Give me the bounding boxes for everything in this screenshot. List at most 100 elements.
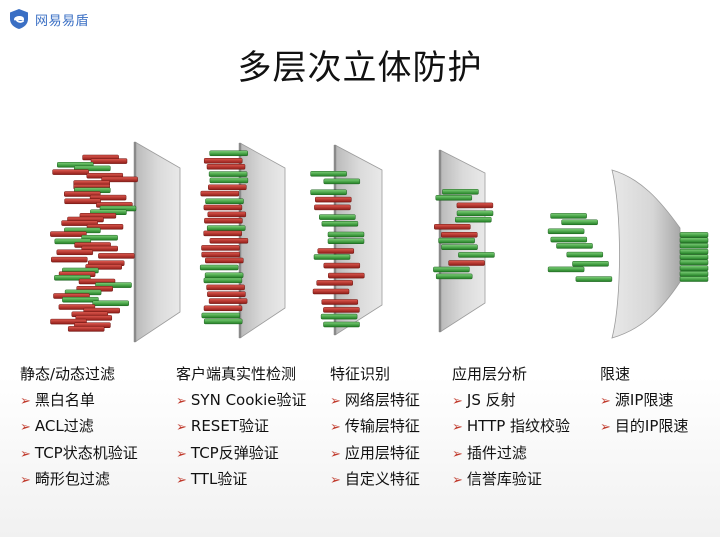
list-item: ➢应用层特征 bbox=[330, 441, 420, 468]
legit-traffic-bar bbox=[203, 277, 243, 284]
legit-traffic-bar bbox=[679, 254, 709, 260]
list-item: ➢HTTP 指纹校验 bbox=[452, 414, 570, 441]
column-rate-limit: 限速 ➢源IP限速 ➢目的IP限速 bbox=[600, 362, 688, 441]
legit-traffic-bar bbox=[679, 237, 709, 244]
malicious-traffic-bar bbox=[203, 158, 243, 164]
list-item: ➢畸形包过滤 bbox=[20, 467, 138, 494]
list-item: ➢TCP状态机验证 bbox=[20, 441, 138, 468]
arrow-bullet-icon: ➢ bbox=[176, 420, 187, 435]
legit-traffic-bar bbox=[679, 243, 709, 249]
malicious-traffic-bar bbox=[441, 232, 478, 238]
malicious-traffic-bar bbox=[203, 305, 243, 312]
malicious-traffic-bar bbox=[207, 291, 246, 297]
legit-traffic-bar bbox=[679, 276, 709, 282]
arrow-bullet-icon: ➢ bbox=[20, 393, 31, 409]
brand-logo: 网易易盾 bbox=[8, 8, 89, 30]
legit-traffic-bar bbox=[310, 189, 347, 196]
list-item: ➢RESET验证 bbox=[176, 414, 307, 441]
filter-panel-1 bbox=[134, 141, 181, 343]
legit-traffic-bar bbox=[679, 232, 709, 238]
malicious-traffic-bar bbox=[101, 176, 138, 183]
arrow-bullet-icon: ➢ bbox=[176, 393, 187, 409]
shield-logo-icon bbox=[10, 9, 28, 29]
legit-traffic-bar bbox=[209, 150, 248, 157]
malicious-traffic-bar bbox=[200, 190, 240, 197]
arrow-bullet-icon: ➢ bbox=[452, 473, 463, 488]
legit-traffic-bar bbox=[561, 219, 598, 226]
list-item: ➢源IP限速 bbox=[600, 388, 688, 415]
malicious-traffic-bar bbox=[90, 158, 128, 164]
arrow-bullet-icon: ➢ bbox=[600, 420, 611, 435]
malicious-traffic-bar bbox=[206, 164, 246, 170]
legit-traffic-bar bbox=[556, 243, 593, 249]
list-item: ➢TTL验证 bbox=[176, 467, 307, 494]
column-heading: 客户端真实性检测 bbox=[176, 365, 297, 383]
list-item-label: 信誉库验证 bbox=[466, 470, 542, 488]
malicious-traffic-bar bbox=[317, 248, 355, 254]
legit-traffic-bar bbox=[209, 177, 249, 184]
list-item-label: 网络层特征 bbox=[344, 390, 420, 409]
legit-traffic-bar bbox=[203, 318, 243, 325]
malicious-traffic-bar bbox=[456, 202, 494, 209]
list-item-label: HTTP 指纹校验 bbox=[466, 417, 571, 435]
list-item-label: RESET验证 bbox=[190, 417, 269, 435]
arrow-bullet-icon: ➢ bbox=[20, 420, 31, 435]
list-item-label: ACL过滤 bbox=[34, 417, 94, 435]
column-signature-recognition: 特征识别 ➢网络层特征 ➢传输层特征 ➢应用层特征 ➢自定义特征 bbox=[330, 362, 420, 494]
list-item-label: SYN Cookie验证 bbox=[190, 390, 307, 409]
legit-traffic-bar bbox=[323, 178, 361, 185]
arrow-bullet-icon: ➢ bbox=[330, 420, 341, 435]
legit-traffic-bar bbox=[433, 266, 470, 273]
malicious-traffic-bar bbox=[207, 211, 247, 218]
list-item: ➢信誉库验证 bbox=[452, 467, 570, 494]
malicious-traffic-bar bbox=[315, 196, 352, 203]
column-heading: 限速 bbox=[600, 365, 631, 383]
list-item: ➢黑白名单 bbox=[20, 388, 138, 415]
legit-traffic-bar bbox=[313, 254, 351, 260]
column-heading: 特征识别 bbox=[330, 365, 391, 383]
arrow-bullet-icon: ➢ bbox=[330, 473, 341, 488]
malicious-traffic-bar bbox=[201, 251, 240, 258]
column-heading: 静态/动态过滤 bbox=[20, 365, 116, 383]
arrow-bullet-icon: ➢ bbox=[330, 393, 341, 409]
malicious-traffic-bar bbox=[206, 284, 245, 291]
legit-traffic-bar bbox=[547, 266, 585, 273]
legit-traffic-bar bbox=[208, 171, 248, 177]
list-item: ➢目的IP限速 bbox=[600, 414, 688, 441]
malicious-traffic-bar bbox=[56, 249, 94, 256]
malicious-traffic-bar bbox=[203, 204, 243, 211]
legit-traffic-bar bbox=[320, 313, 358, 320]
malicious-traffic-bar bbox=[204, 217, 243, 224]
malicious-traffic-bar bbox=[205, 257, 244, 264]
legit-traffic-bar bbox=[438, 237, 475, 244]
arrow-bullet-icon: ➢ bbox=[330, 446, 341, 462]
legit-traffic-bar bbox=[679, 259, 709, 266]
list-item-label: TTL验证 bbox=[190, 470, 248, 488]
arrow-bullet-icon: ➢ bbox=[600, 393, 611, 409]
arrow-bullet-icon: ➢ bbox=[20, 446, 31, 462]
list-item-label: 畸形包过滤 bbox=[34, 470, 110, 488]
legit-traffic-bar bbox=[204, 272, 244, 279]
malicious-traffic-bar bbox=[208, 184, 247, 191]
arrow-bullet-icon: ➢ bbox=[452, 420, 463, 435]
list-item-label: 传输层特征 bbox=[344, 417, 420, 435]
malicious-traffic-bar bbox=[203, 230, 242, 237]
malicious-traffic-bar bbox=[321, 299, 359, 305]
legit-traffic-bar bbox=[62, 296, 99, 303]
list-item: ➢自定义特征 bbox=[330, 467, 420, 494]
legit-traffic-bar bbox=[455, 216, 492, 223]
legit-traffic-bar bbox=[679, 265, 709, 271]
malicious-traffic-bar bbox=[323, 262, 361, 269]
legit-traffic-bar bbox=[206, 225, 246, 231]
malicious-traffic-bar bbox=[434, 224, 471, 230]
malicious-traffic-bar bbox=[314, 204, 351, 211]
legit-traffic-bar bbox=[575, 276, 613, 282]
list-item-label: 源IP限速 bbox=[614, 390, 674, 409]
list-item-label: TCP反弹验证 bbox=[190, 443, 279, 462]
legit-traffic-bar bbox=[679, 271, 709, 277]
legit-traffic-bar bbox=[199, 264, 239, 271]
malicious-traffic-bar bbox=[51, 256, 88, 263]
list-item-label: 自定义特征 bbox=[344, 470, 420, 488]
legit-traffic-bar bbox=[319, 214, 356, 220]
